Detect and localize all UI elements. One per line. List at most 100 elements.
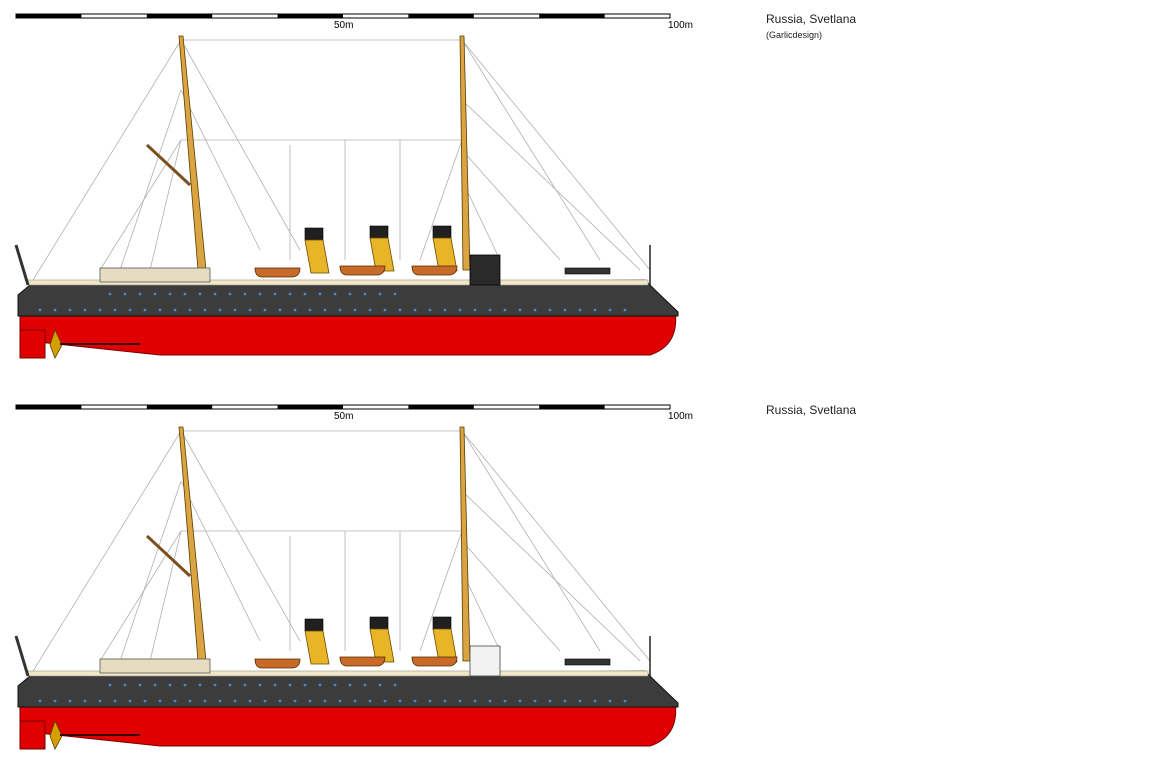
porthole [138,683,142,687]
porthole [303,292,307,296]
porthole [98,308,102,312]
porthole [173,308,177,312]
lifeboat [339,265,386,276]
porthole [378,683,382,687]
funnel [304,239,330,274]
mast-aft [459,35,471,271]
porthole [398,699,402,703]
porthole [458,699,462,703]
porthole [273,292,277,296]
porthole [138,292,142,296]
porthole [443,699,447,703]
porthole [608,699,612,703]
funnel-cap [432,225,452,239]
rigging-line [149,530,182,662]
funnel [304,630,330,665]
porthole [413,308,417,312]
funnel [432,628,458,663]
bow-gun [564,267,611,275]
porthole [548,308,552,312]
rigging-line [461,149,561,261]
scale-bar-segment [146,405,213,409]
scale-label-50m: 50m [334,411,354,422]
porthole [173,699,177,703]
porthole [213,683,217,687]
bridge [469,645,501,677]
rigging-line [419,139,463,261]
lifeboat [254,658,301,669]
porthole [378,292,382,296]
porthole [443,308,447,312]
porthole [98,699,102,703]
porthole [413,699,417,703]
aft-deckhouse [99,658,211,674]
porthole [368,699,372,703]
propeller [49,719,63,750]
rigging-line [461,490,641,662]
rigging-line [119,480,182,662]
scale-bar-segment [146,14,213,18]
porthole [243,683,247,687]
porthole [623,699,627,703]
derrick-boom [145,534,192,578]
porthole [188,699,192,703]
funnel [369,628,395,663]
ship-title: Russia, Svetlana [766,403,857,417]
scale-bar-segment [277,405,343,409]
funnel-cap [369,616,389,630]
propeller [49,328,63,359]
porthole [168,683,172,687]
porthole [243,292,247,296]
porthole [548,699,552,703]
porthole [473,699,477,703]
funnel [369,237,395,272]
rigging-line [149,139,182,271]
rigging-line [99,530,182,662]
ensign-staff [14,635,30,677]
ship-credit: (Garlicdesign) [766,30,823,40]
porthole [83,699,87,703]
porthole [563,308,567,312]
scale-bar-segment [408,14,474,18]
porthole [623,308,627,312]
scale-label-100m: 100m [668,20,694,31]
porthole [198,683,202,687]
porthole [248,308,252,312]
porthole [333,292,337,296]
hull-red [19,700,677,747]
porthole [578,699,582,703]
porthole [183,683,187,687]
porthole [393,683,397,687]
porthole [108,683,112,687]
porthole [158,308,162,312]
bridge [469,254,501,286]
lifeboat [254,267,301,278]
porthole [458,308,462,312]
porthole [38,308,42,312]
porthole [258,683,262,687]
porthole [353,699,357,703]
rigging-line [461,430,651,662]
mast-forward [178,426,207,662]
porthole [393,292,397,296]
rigging-line [461,540,561,652]
scale-label-100m: 100m [668,411,694,422]
porthole [428,699,432,703]
porthole [143,308,147,312]
porthole [518,308,522,312]
porthole [273,683,277,687]
porthole [383,308,387,312]
funnel-cap [304,618,324,632]
porthole [593,308,597,312]
porthole [293,699,297,703]
derrick-boom [145,143,192,187]
porthole [203,699,207,703]
porthole [258,292,262,296]
porthole [503,308,507,312]
porthole [323,699,327,703]
porthole [293,308,297,312]
porthole [323,308,327,312]
porthole [288,683,292,687]
porthole [383,699,387,703]
porthole [278,699,282,703]
